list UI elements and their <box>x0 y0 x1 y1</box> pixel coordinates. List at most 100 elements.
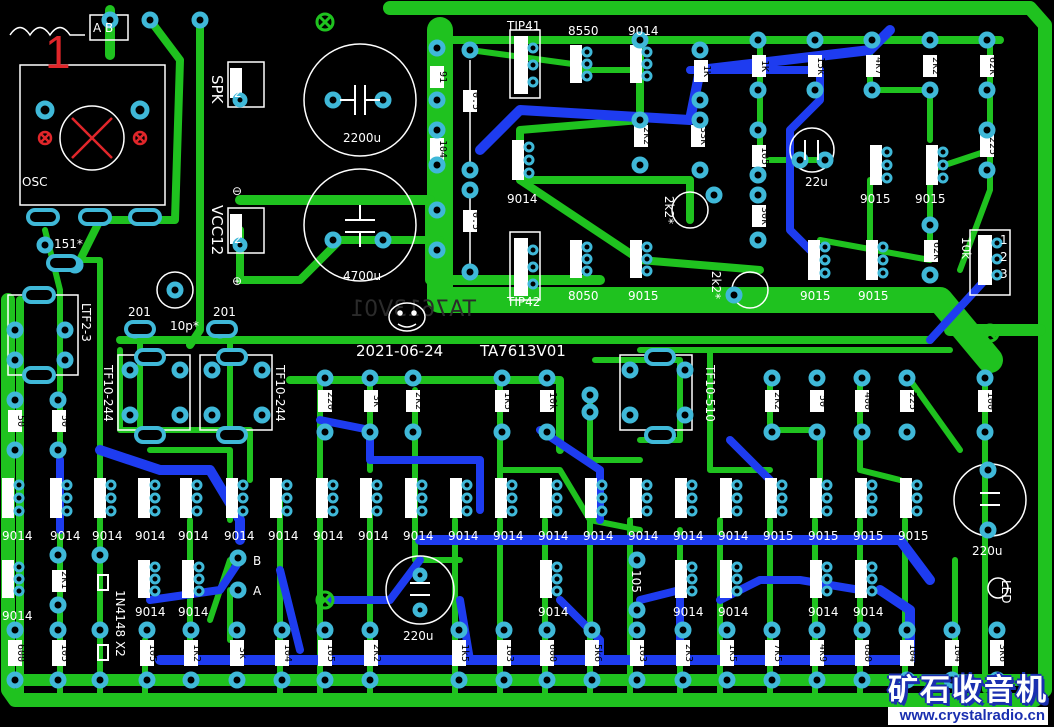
resistor-label: 400 <box>862 392 873 410</box>
transistor-row <box>2 478 912 598</box>
resistor-label: 10k <box>547 392 558 410</box>
transistor-row-labels: 9014 9014 9014 9014 9014 9014 9014 9014 … <box>2 529 929 623</box>
resistor-label: 100 <box>985 392 996 410</box>
mirrored-model-text: TA7613V01 <box>350 297 477 322</box>
resistor-bodies <box>8 55 994 592</box>
coil-letters: A B <box>93 21 113 35</box>
cap-220b-label: 220u <box>972 544 1003 558</box>
mounting-holes <box>315 12 1000 610</box>
resistor-label: 1k5 <box>727 644 738 662</box>
q9015-e-label: 9015 <box>858 289 889 303</box>
row-label: 9014 <box>448 529 479 543</box>
row-label: 9014 <box>673 605 704 619</box>
row-label: 9014 <box>268 529 299 543</box>
resistor-label: 4k9 <box>817 644 828 662</box>
svg-text:2: 2 <box>234 232 242 246</box>
led-label: LED <box>999 580 1013 604</box>
resistor-label: 680 <box>862 644 873 662</box>
resistor-label: 1k2 <box>191 644 202 662</box>
resistor-label: 2k2* <box>662 196 676 224</box>
resistor-label: 7k5 <box>772 644 783 662</box>
tip42-label: TIP42 <box>506 295 540 309</box>
cap-2200-label: 2200u <box>343 131 381 145</box>
resistor-label: 103 <box>637 644 648 662</box>
resistor-label: 62k <box>931 242 942 260</box>
resistor-label: 2k3 <box>683 644 694 662</box>
resistor-labels-bottom: 600 105 105 1k2 3k 104 105 2k2 1k5 103 6… <box>8 640 1008 666</box>
row-label: 9015 <box>808 529 839 543</box>
pin-letters: 1 2 1 2 1 2 3 <box>234 71 1008 281</box>
svg-text:2: 2 <box>234 86 242 100</box>
resistor-label: 3k6 <box>997 644 1008 662</box>
svg-text:1: 1 <box>1000 233 1008 247</box>
row-label: 9014 <box>92 529 123 543</box>
minus-symbol-icon: ⊖ <box>232 184 242 198</box>
row-label: 9014 <box>718 605 749 619</box>
resistor-label: 2k2 <box>413 392 424 410</box>
tf3-label: TF10-510 <box>703 364 717 422</box>
spk-label: SPK <box>208 75 226 105</box>
q9015-b-label: 9015 <box>860 192 891 206</box>
resistor-label: 3k <box>237 647 248 659</box>
diode-label: 1N4148 X2 <box>113 590 127 657</box>
resistor-label: 1k5 <box>459 644 470 662</box>
resistor-label: 105 <box>59 644 70 662</box>
row-label: 9014 <box>224 529 255 543</box>
resistor-label: 30k <box>759 207 770 225</box>
resistor-label: 2k2 <box>641 127 652 145</box>
vcc-label: VCC12 <box>208 205 226 255</box>
row-label: 9015 <box>898 529 929 543</box>
mascot-icon <box>388 302 426 332</box>
row-label: 9014 <box>2 529 33 543</box>
osc-label: OSC <box>22 175 47 189</box>
resistor-label: 2k2 <box>930 57 941 75</box>
resistor-label: 103 <box>504 644 515 662</box>
resistor-label: 1k5 <box>502 392 513 410</box>
resistor-label: 50 <box>817 395 828 407</box>
row-label: 9014 <box>178 529 209 543</box>
resistor-label: 105 <box>759 147 770 165</box>
row-label: 9014 <box>493 529 524 543</box>
cap-151-label: 151* <box>54 237 83 251</box>
q8550-label: 8550 <box>568 24 599 38</box>
q9015-c-label: 9015 <box>915 192 946 206</box>
q9014-top-label: 9014 <box>628 24 659 38</box>
row-label: 9014 <box>538 529 569 543</box>
watermark-logo: 矿石收音机 www.crystalradio.cn <box>888 675 1048 725</box>
resistor-label: 50 <box>59 415 70 427</box>
resistor-label: 0.5 <box>470 212 481 230</box>
resistor-label: 220 <box>325 392 336 410</box>
tf1-label: TF10-244 <box>101 364 115 422</box>
row-label: 9014 <box>135 529 166 543</box>
board-model: TA7613V01 <box>479 342 566 360</box>
resistor-label: 15k <box>815 57 826 75</box>
row-label: 9014 <box>853 605 884 619</box>
svg-text:1: 1 <box>234 71 242 85</box>
resistor-label: 50 <box>15 415 26 427</box>
resistor-label: 105 <box>325 644 336 662</box>
row-label: 9015 <box>853 529 884 543</box>
row-label: 9014 <box>50 529 81 543</box>
row-label: 9014 <box>2 609 33 623</box>
row-label: 9014 <box>583 529 614 543</box>
bottom-resistor-bodies <box>8 640 1004 666</box>
resistor-label: 3k <box>371 395 382 407</box>
oval-pads <box>22 208 676 444</box>
resistor-label: 4k7 <box>873 57 884 75</box>
corner-number: 1 <box>45 26 71 78</box>
resistor-label: 600 <box>15 644 26 662</box>
row-label: 9014 <box>313 529 344 543</box>
cap-10p-label: 10p* <box>170 319 199 333</box>
resistor-label: 91 <box>437 71 448 83</box>
ltf-label: LTF2-3 <box>79 303 93 342</box>
row-label: 9014 <box>628 529 659 543</box>
row-label: 9014 <box>178 605 209 619</box>
transistor-pads <box>13 42 1003 597</box>
resistor-label: 225 <box>907 392 918 410</box>
row-label: 9014 <box>808 605 839 619</box>
q9015-a-label: 9015 <box>628 289 659 303</box>
transistor-packages <box>230 36 992 296</box>
cap-symbols <box>97 85 1000 661</box>
resistor-labels-top: 91 104 0.5 0.5 1K 1K 15k 4k7 2k2 62k 225… <box>437 57 998 299</box>
